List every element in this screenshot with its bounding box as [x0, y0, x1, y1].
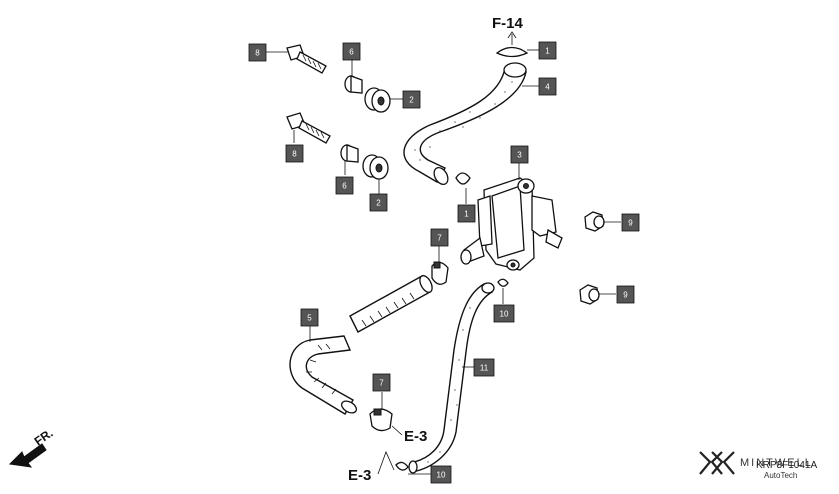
callout-label: 4 — [545, 83, 550, 92]
clamp-part-7-upper — [431, 246, 449, 285]
callout-box[interactable] — [300, 308, 319, 327]
callout-part-9b[interactable]: 9 — [616, 285, 635, 304]
callout-label: 1 — [464, 210, 469, 219]
watermark-sub: AutoTech — [764, 471, 797, 480]
callout-label: 6 — [349, 48, 354, 57]
grommet-part-2-upper — [364, 87, 403, 113]
callout-box[interactable] — [248, 43, 267, 62]
collar-part-6-lower — [340, 144, 359, 175]
callout-part-4[interactable]: 4 — [538, 77, 557, 96]
callout-box[interactable] — [285, 144, 304, 163]
callout-label: 1 — [545, 47, 550, 56]
callout-label: 7 — [379, 379, 384, 388]
callout-box[interactable] — [621, 213, 640, 232]
callout-box[interactable] — [493, 304, 515, 323]
callout-part-1b[interactable]: 1 — [457, 204, 476, 223]
diagram-code: KRP3F1041A — [756, 460, 817, 471]
callout-group: 8 6 2 8 6 2 1 4 3 1 9 9 7 10 5 11 7 10 — [248, 41, 640, 484]
callout-part-7b[interactable]: 7 — [372, 373, 391, 392]
callout-label: 9 — [628, 219, 633, 228]
grommet-part-2-lower — [362, 154, 389, 194]
nut-part-9-upper — [584, 211, 621, 232]
callout-box[interactable] — [335, 176, 354, 195]
callout-label: 10 — [500, 310, 509, 319]
callout-label: 3 — [517, 151, 522, 160]
collar-part-6-upper — [344, 60, 363, 94]
callout-box[interactable] — [342, 42, 361, 61]
callout-box[interactable] — [430, 228, 449, 247]
callout-part-10a[interactable]: 10 — [493, 304, 515, 323]
callout-box[interactable] — [430, 465, 452, 484]
bolt-part-8-upper — [266, 44, 327, 74]
callout-part-6b[interactable]: 6 — [335, 176, 354, 195]
ref-e3-upper-leader — [391, 425, 403, 436]
callout-box[interactable] — [616, 285, 635, 304]
callout-box[interactable] — [369, 193, 388, 212]
ref-f14[interactable]: F-14 — [492, 15, 524, 32]
callout-label: 8 — [255, 49, 260, 58]
direction-label: FR. — [32, 426, 56, 449]
ref-e3-upper[interactable]: E-3 — [404, 428, 427, 445]
callout-part-8b[interactable]: 8 — [285, 144, 304, 163]
fuel-pump-part-3 — [460, 162, 563, 271]
hose-part-11 — [408, 282, 495, 474]
callout-part-6a[interactable]: 6 — [342, 42, 361, 61]
clamp-part-7-lower — [369, 392, 393, 432]
callout-part-5[interactable]: 5 — [300, 308, 319, 327]
callout-part-11[interactable]: 11 — [473, 358, 495, 377]
hose-part-5 — [289, 275, 433, 415]
callout-box[interactable] — [402, 90, 421, 109]
callout-part-9a[interactable]: 9 — [621, 213, 640, 232]
ref-f14-arrow — [507, 31, 517, 45]
callout-box[interactable] — [372, 373, 391, 392]
callout-box[interactable] — [538, 77, 557, 96]
callout-part-7a[interactable]: 7 — [430, 228, 449, 247]
callout-label: 10 — [437, 471, 446, 480]
bolt-part-8-lower — [286, 112, 331, 144]
nut-part-9-lower — [579, 284, 616, 305]
clip-part-1-lower — [455, 172, 471, 204]
hose-part-4 — [403, 62, 539, 186]
callout-part-10b[interactable]: 10 — [430, 465, 452, 484]
callout-label: 6 — [342, 182, 347, 191]
callout-part-1a[interactable]: 1 — [538, 41, 557, 60]
callout-label: 11 — [480, 364, 489, 373]
callout-box[interactable] — [538, 41, 557, 60]
brand-logo-icon — [699, 451, 735, 475]
callout-box[interactable] — [457, 204, 476, 223]
clip-part-10-upper — [497, 278, 509, 304]
callout-box[interactable] — [473, 358, 495, 377]
ref-e3-lower[interactable]: E-3 — [348, 467, 371, 484]
callout-part-2a[interactable]: 2 — [402, 90, 421, 109]
callout-label: 9 — [623, 291, 628, 300]
clip-part-1-top — [495, 46, 539, 58]
callout-part-8a[interactable]: 8 — [248, 43, 267, 62]
clip-part-10-lower — [395, 461, 431, 475]
callout-label: 8 — [292, 150, 297, 159]
callout-label: 2 — [409, 96, 414, 105]
watermark-brand: MINTWELL — [740, 457, 813, 469]
callout-box[interactable] — [510, 145, 529, 164]
callout-label: 2 — [376, 199, 381, 208]
callout-label: 5 — [307, 314, 312, 323]
callout-label: 7 — [437, 234, 442, 243]
ref-e3-lower-leader — [377, 450, 395, 475]
callout-part-3[interactable]: 3 — [510, 145, 529, 164]
front-direction-arrow-icon — [8, 443, 47, 468]
callout-part-2b[interactable]: 2 — [369, 193, 388, 212]
